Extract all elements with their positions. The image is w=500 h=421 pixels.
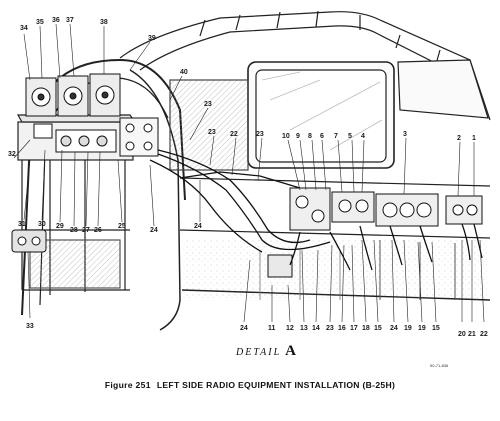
callout-label: 3 [403, 131, 407, 138]
callout-label: 7 [334, 133, 338, 140]
callout-label: 4 [361, 133, 365, 140]
callout-label: 23 [326, 325, 334, 332]
callout-label: 23 [208, 129, 216, 136]
callout-label: 15 [374, 325, 382, 332]
callout-label: 16 [338, 325, 346, 332]
callout-label: 37 [66, 17, 74, 24]
callout-label: 24 [194, 223, 202, 230]
callout-label: 21 [468, 331, 476, 338]
callout-label: 5 [348, 133, 352, 140]
leader-lines [13, 23, 485, 323]
callout-label: 14 [312, 325, 320, 332]
callout-label: 10 [282, 133, 290, 140]
callout-label: 13 [300, 325, 308, 332]
callout-label: 17 [350, 325, 358, 332]
callout-label: 19 [404, 325, 412, 332]
detail-word: DETAIL [236, 347, 282, 358]
callout-label: 18 [362, 325, 370, 332]
callout-label: 15 [432, 325, 440, 332]
callout-label: 32 [8, 151, 16, 158]
callout-label: 38 [100, 19, 108, 26]
callout-label: 24 [150, 227, 158, 234]
figure-caption: Figure 251 LEFT SIDE RADIO EQUIPMENT INST… [0, 380, 500, 390]
callout-label: 33 [26, 323, 34, 330]
cable-harness [149, 149, 483, 271]
left-radio-units [25, 73, 159, 157]
callout-label: 28 [70, 227, 78, 234]
callout-label: 40 [180, 69, 188, 76]
callout-label: 9 [296, 133, 300, 140]
callout-label: 11 [268, 325, 276, 332]
figure-title: LEFT SIDE RADIO EQUIPMENT INSTALLATION (… [156, 380, 396, 390]
control-boxes [11, 187, 483, 278]
callout-label: 34 [20, 25, 28, 32]
callout-label: 2 [457, 135, 461, 142]
reference-code: 50-71-836 [430, 363, 449, 368]
callout-label: 8 [308, 133, 312, 140]
callout-label: 25 [118, 223, 126, 230]
callout-label: 24 [390, 325, 398, 332]
callout-label: 35 [36, 19, 44, 26]
callout-label: 12 [286, 325, 294, 332]
callout-label: 19 [418, 325, 426, 332]
fuselage-structure [16, 10, 491, 331]
callout-label: 23 [204, 101, 212, 108]
callout-label: 24 [240, 325, 248, 332]
callout-label: 26 [94, 227, 102, 234]
callout-label: 22 [230, 131, 238, 138]
callout-labels: 34 35 36 37 38 39 40 32 31 30 29 28 27 2… [8, 17, 488, 338]
callout-label: 31 [18, 221, 26, 228]
callout-label: 27 [82, 227, 90, 234]
callout-label: 39 [148, 35, 156, 42]
callout-label: 23 [256, 131, 264, 138]
callout-label: 30 [38, 221, 46, 228]
callout-label: 6 [320, 133, 324, 140]
callout-label: 36 [52, 17, 60, 24]
figure-number: Figure 251 [104, 380, 151, 390]
callout-label: 20 [458, 331, 466, 338]
detail-letter: A [285, 343, 296, 359]
callout-label: 22 [480, 331, 488, 338]
callout-label: 29 [56, 223, 64, 230]
callout-label: 1 [472, 135, 476, 142]
